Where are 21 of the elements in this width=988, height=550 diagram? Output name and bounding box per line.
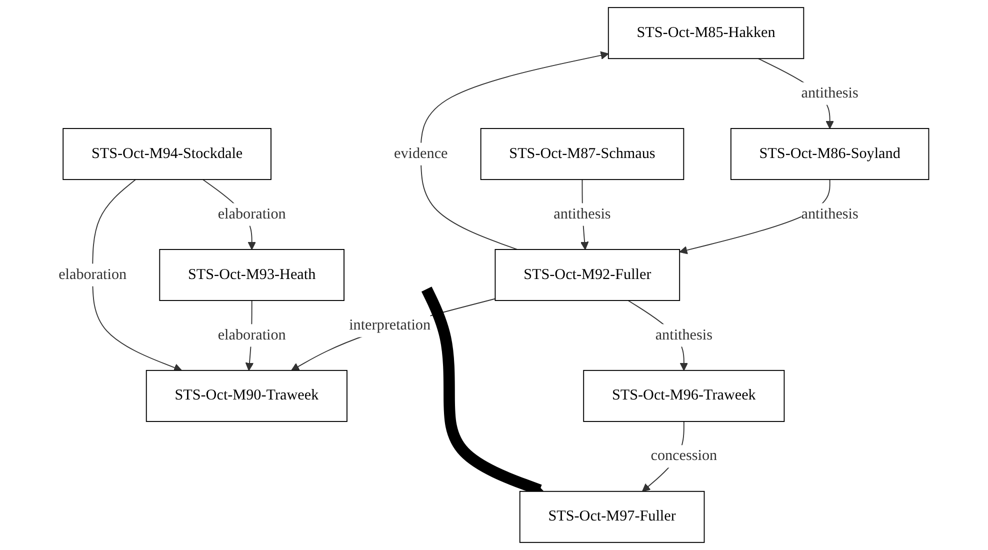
edge-label: elaboration xyxy=(58,266,127,283)
edge-label: antithesis xyxy=(802,85,859,102)
edge-label: elaboration xyxy=(218,326,286,344)
edge-label: elaboration xyxy=(218,206,286,222)
edge-label: antithesis xyxy=(802,206,859,222)
node-box: STS-Oct-M97-Fuller xyxy=(520,490,706,543)
edge-label: antithesis xyxy=(554,206,612,222)
node-box: STS-Oct-M86-Soyland xyxy=(730,128,930,180)
edge-label: antithesis xyxy=(656,326,713,344)
arrow xyxy=(291,298,496,371)
edge-label: evidence xyxy=(394,146,448,162)
edge-label: concession xyxy=(651,448,718,464)
node-box: STS-Oct-M93-Heath xyxy=(160,249,345,301)
node-box: STS-Oct-M85-Hakken xyxy=(608,7,804,60)
edge-label: interpretation xyxy=(349,317,431,334)
node-box: STS-Oct-M96-Traweek xyxy=(583,370,786,422)
node-box: STS-Oct-M87-Schmaus xyxy=(480,128,684,180)
node-box: STS-Oct-M90-Traweek xyxy=(146,370,348,422)
node-box: STS-Oct-M92-Fuller xyxy=(495,249,680,301)
arrow xyxy=(92,179,182,372)
node-box: STS-Oct-M94-Stockdale xyxy=(62,128,272,180)
